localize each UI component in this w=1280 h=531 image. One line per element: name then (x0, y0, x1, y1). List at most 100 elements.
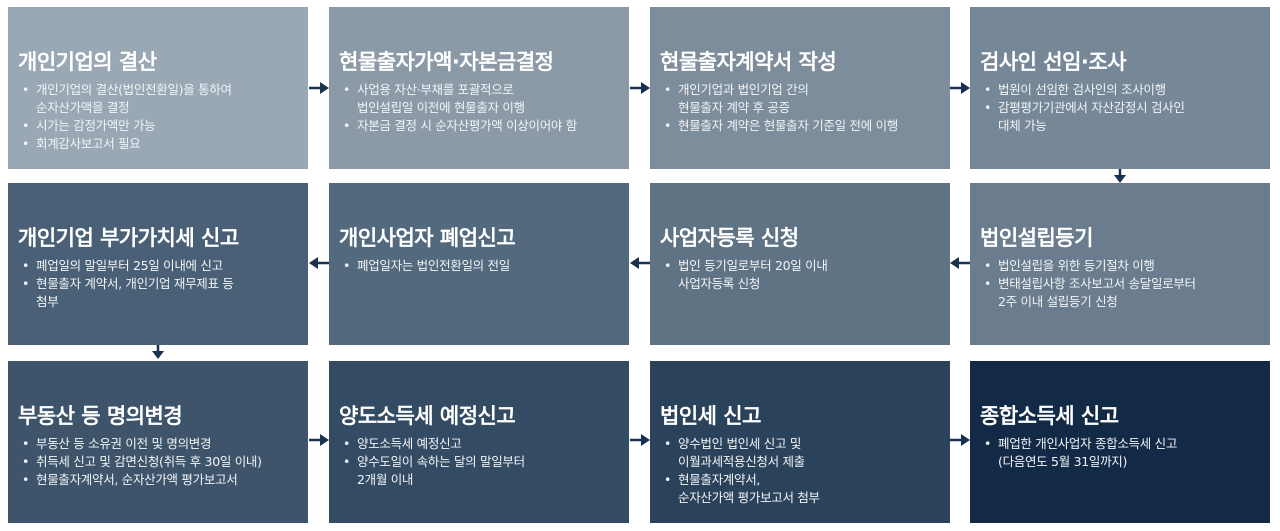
bullet-line: 사업자등록 신청 (678, 276, 761, 291)
bullet-line: 이월과세적용신청서 제출 (678, 454, 805, 469)
bullet-line: 순자산가액 평가보고서 첨부 (678, 490, 820, 505)
step-title: 검사인 선임·조사 (980, 50, 1127, 74)
bullet-line: 양도소득세 예정신고 (357, 436, 462, 451)
bullet-line: 첨부 (36, 294, 59, 309)
bullet-line: 사업용 자산·부채를 포괄적으로 (357, 82, 514, 97)
step-bullet: 폐업일자는 법인전환일의 전일 (339, 257, 619, 275)
bullet-line: 개인기업과 법인기업 간의 (678, 82, 809, 97)
step-bullet-list: 양도소득세 예정신고양수도일이 속하는 달의 말일부터 2개월 이내 (339, 435, 619, 489)
bullet-line: 폐업한 개인사업자 종합소득세 신고 (998, 436, 1178, 451)
step-bullet: 폐업일의 말일부터 25일 이내에 신고 (18, 257, 298, 275)
step-bullet: 양도소득세 예정신고 (339, 435, 619, 453)
bullet-line: 폐업일의 말일부터 25일 이내에 신고 (36, 258, 223, 273)
step-box-8: 개인기업 부가가치세 신고폐업일의 말일부터 25일 이내에 신고현물출자 계약… (8, 183, 308, 345)
step-bullet: 법원이 선임한 검사인의 조사이행 (980, 81, 1260, 99)
arrow-right-icon (950, 434, 970, 446)
arrow-left-icon (630, 257, 650, 269)
arrow-down-icon (1114, 169, 1126, 183)
bullet-line: 법인 등기일로부터 20일 이내 (678, 258, 828, 273)
bullet-line: 대체 가능 (998, 118, 1047, 133)
step-box-10: 양도소득세 예정신고양도소득세 예정신고양수도일이 속하는 달의 말일부터2개월… (329, 361, 629, 523)
step-box-7: 개인사업자 폐업신고폐업일자는 법인전환일의 전일 (329, 183, 629, 345)
bullet-line: 순자산가액을 결정 (36, 100, 130, 115)
bullet-line: 2주 이내 설립등기 신청 (998, 294, 1118, 309)
arrow-down-icon (152, 345, 164, 359)
arrow-right-icon (630, 82, 650, 94)
bullet-line: 변태설립사항 조사보고서 송달일로부터 (998, 276, 1196, 291)
step-title: 법인설립등기 (980, 226, 1093, 250)
step-box-4: 검사인 선임·조사법원이 선임한 검사인의 조사이행감평평가기관에서 자산감정시… (970, 7, 1270, 169)
bullet-line: 법원이 선임한 검사인의 조사이행 (998, 82, 1166, 97)
step-bullet: 부동산 등 소유권 이전 및 명의변경 (18, 435, 298, 453)
arrow-right-icon (309, 82, 329, 94)
step-title: 개인기업의 결산 (18, 50, 157, 74)
step-title: 사업자등록 신청 (660, 226, 799, 250)
step-box-5: 법인설립등기법인설립을 위한 등기절차 이행변태설립사항 조사보고서 송달일로부… (970, 183, 1270, 345)
bullet-line: 법인설립일 이전에 현물출자 이행 (357, 100, 525, 115)
step-bullet: 현물출자 계약서, 개인기업 재무제표 등첨부 (18, 275, 298, 311)
bullet-line: 2개월 이내 (357, 472, 414, 487)
step-bullet: 자본금 결정 시 순자산평가액 이상이어야 함 (339, 117, 619, 135)
step-box-12: 종합소득세 신고폐업한 개인사업자 종합소득세 신고 (다음연도 5월 31일까지… (970, 361, 1270, 523)
step-title: 부동산 등 명의변경 (18, 404, 183, 428)
step-title: 개인사업자 폐업신고 (339, 226, 516, 250)
bullet-line: 현물출자계약서, (678, 472, 761, 487)
step-bullet: 취득세 신고 및 감면신청(취득 후 30일 이내) (18, 453, 298, 471)
arrow-right-icon (950, 82, 970, 94)
bullet-line: 현물출자 계약 후 공증 (678, 100, 790, 115)
step-bullet-list: 폐업일자는 법인전환일의 전일 (339, 257, 619, 275)
bullet-line: 취득세 신고 및 감면신청(취득 후 30일 이내) (36, 454, 262, 469)
arrow-right-icon (309, 434, 329, 446)
step-bullet: 변태설립사항 조사보고서 송달일로부터 2주 이내 설립등기 신청 (980, 275, 1260, 311)
step-bullet-list: 폐업일의 말일부터 25일 이내에 신고현물출자 계약서, 개인기업 재무제표 … (18, 257, 298, 311)
bullet-line: 현물출자 계약은 현물출자 기준일 전에 이행 (678, 118, 898, 133)
bullet-line: (다음연도 5월 31일까지) (998, 454, 1128, 469)
bullet-line: 부동산 등 소유권 이전 및 명의변경 (36, 436, 212, 451)
step-title: 개인기업 부가가치세 신고 (18, 226, 239, 250)
bullet-line: 현물출자 계약서, 개인기업 재무제표 등 (36, 276, 234, 291)
bullet-line: 양수도일이 속하는 달의 말일부터 (357, 454, 525, 469)
step-title: 종합소득세 신고 (980, 404, 1119, 428)
step-bullet: 현물출자계약서, 순자산가액 평가보고서 (18, 471, 298, 489)
step-bullet-list: 폐업한 개인사업자 종합소득세 신고 (다음연도 5월 31일까지) (980, 435, 1260, 471)
arrow-left-icon (309, 257, 329, 269)
step-bullet: 시가는 감정가액만 가능 (18, 117, 298, 135)
arrow-left-icon (950, 257, 970, 269)
arrow-right-icon (630, 434, 650, 446)
step-bullet: 양수도일이 속하는 달의 말일부터 2개월 이내 (339, 453, 619, 489)
step-title: 현물출자가액·자본금결정 (339, 50, 554, 74)
step-bullet: 폐업한 개인사업자 종합소득세 신고 (다음연도 5월 31일까지) (980, 435, 1260, 471)
bullet-line: 폐업일자는 법인전환일의 전일 (357, 258, 510, 273)
step-title: 현물출자계약서 작성 (660, 50, 837, 74)
bullet-line: 감평평가기관에서 자산감정시 검사인 (998, 100, 1185, 115)
step-bullet-list: 부동산 등 소유권 이전 및 명의변경취득세 신고 및 감면신청(취득 후 30… (18, 435, 298, 489)
step-box-9: 부동산 등 명의변경부동산 등 소유권 이전 및 명의변경취득세 신고 및 감면… (8, 361, 308, 523)
step-bullet: 현물출자계약서, 순자산가액 평가보고서 첨부 (660, 471, 940, 507)
step-title: 양도소득세 예정신고 (339, 404, 516, 428)
step-bullet: 회계감사보고서 필요 (18, 135, 298, 153)
step-bullet-list: 법인설립을 위한 등기절차 이행변태설립사항 조사보고서 송달일로부터 2주 이내… (980, 257, 1260, 311)
step-title: 법인세 신고 (660, 404, 761, 428)
bullet-line: 시가는 감정가액만 가능 (36, 118, 156, 133)
bullet-line: 개인기업의 결산(법인전환일)을 통하여 (36, 82, 232, 97)
bullet-line: 양수법인 법인세 신고 및 (678, 436, 802, 451)
bullet-line: 법인설립을 위한 등기절차 이행 (998, 258, 1155, 273)
bullet-line: 회계감사보고서 필요 (36, 136, 141, 151)
